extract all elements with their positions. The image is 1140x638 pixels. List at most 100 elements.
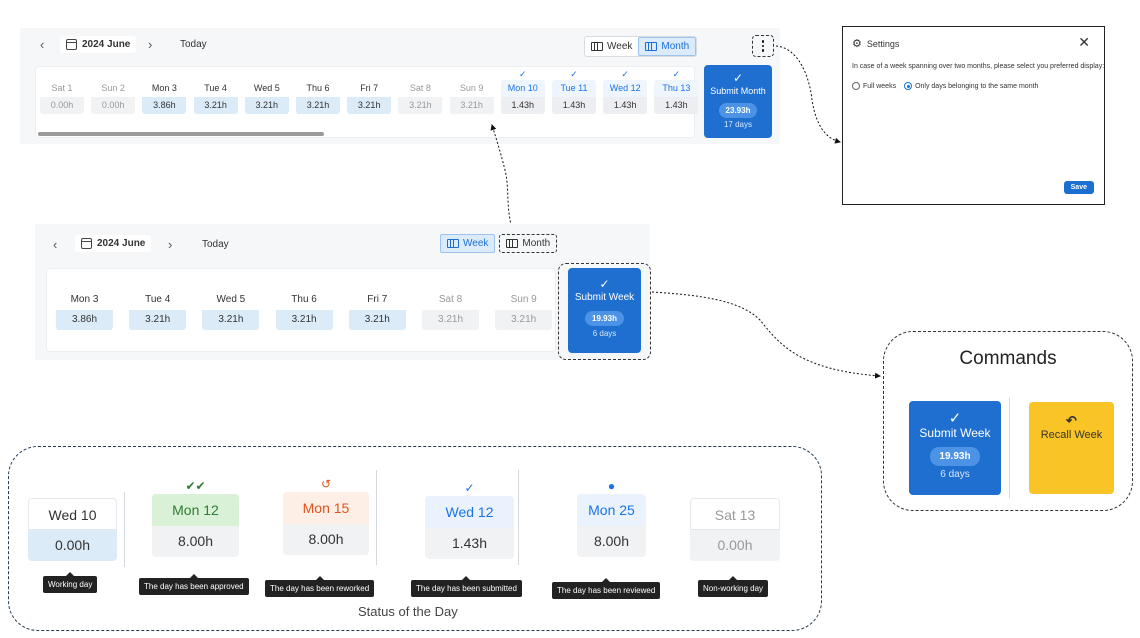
day-name: Sun 2 [91, 80, 136, 97]
close-icon[interactable]: ✕ [1078, 34, 1090, 50]
day-hours: 3.86h [56, 310, 113, 330]
recall-week-button[interactable]: ↶ Recall Week [1029, 402, 1114, 494]
submit-week-button[interactable]: ✓ Submit Week 19.93h 6 days [568, 268, 641, 353]
submit-month-total: 23.93h [718, 103, 758, 118]
status-day-name: Mon 25 [577, 494, 646, 526]
day-name: Thu 6 [275, 289, 333, 310]
status-tooltip: Non-working day [698, 576, 769, 597]
prev-month-arrow[interactable]: ‹ [40, 37, 45, 52]
status-tooltip: The day has been reworked [265, 576, 375, 597]
month-view-button[interactable]: Month [638, 37, 697, 56]
next-week-arrow[interactable]: › [168, 237, 173, 252]
next-month-arrow[interactable]: › [148, 37, 153, 52]
settings-title: ⚙ Settings [852, 37, 899, 50]
more-options-button[interactable] [752, 35, 774, 57]
day-name: Sat 1 [40, 80, 84, 97]
settings-description: In case of a week spanning over two mont… [852, 63, 1105, 70]
week-view-button[interactable]: Week [585, 37, 638, 56]
status-day-name: Wed 12 [425, 496, 514, 528]
commands-submit-week-button[interactable]: ✓ Submit Week 19.93h 6 days [909, 401, 1001, 495]
day-name: Mon 3 [142, 80, 187, 97]
check-icon: ✓ [570, 69, 578, 79]
month-view-button[interactable]: Month [499, 234, 558, 253]
period-label: 2024 June [82, 39, 131, 50]
day-name: Tue 4 [193, 80, 238, 97]
day-name: Fri 7 [348, 289, 406, 310]
month-view-label: Month [522, 238, 551, 249]
save-button[interactable]: Save [1063, 181, 1094, 194]
display-options: Full weeks Only days belonging to the sa… [852, 82, 1038, 90]
undo-icon: ↶ [1066, 413, 1077, 428]
day-hours: 3.21h [398, 97, 443, 114]
horizontal-scrollbar[interactable] [38, 132, 324, 136]
day-hours: 3.21h [495, 310, 553, 330]
rework-icon: ↺ [320, 477, 332, 491]
submit-month-button[interactable]: ✓ Submit Month 23.93h 17 days [704, 65, 772, 138]
same-month-radio[interactable]: Only days belonging to the same month [904, 82, 1038, 90]
full-weeks-label: Full weeks [863, 82, 897, 90]
day-hours: 0.00h [40, 97, 84, 114]
status-day-hours: 8.00h [283, 524, 369, 555]
grid-icon [447, 239, 459, 248]
today-button[interactable]: Today [202, 239, 229, 250]
day-name: Sun 9 [449, 80, 494, 97]
date-picker[interactable]: 2024 June [60, 36, 137, 53]
day-name: Mon 3 [56, 289, 113, 310]
day-name: Tue 4 [129, 289, 187, 310]
day-hours: 3.86h [142, 97, 187, 114]
day-name: Wed 5 [202, 289, 260, 310]
today-button[interactable]: Today [180, 39, 207, 50]
status-day-hours: 1.43h [425, 528, 514, 559]
day-name: Tue 11 [552, 80, 596, 97]
check-icon: ✓ [948, 410, 962, 427]
calendar-icon [66, 39, 77, 50]
period-label: 2024 June [97, 238, 146, 249]
week-view-label: Week [607, 41, 633, 52]
commands-submit-total: 19.93h [930, 447, 980, 466]
week-view-button[interactable]: Week [440, 234, 496, 253]
day-name: Fri 7 [347, 80, 392, 97]
date-picker[interactable]: 2024 June [75, 235, 152, 252]
commands-submit-days: 6 days [940, 469, 970, 480]
prev-week-arrow[interactable]: ‹ [53, 237, 58, 252]
eye-icon: ● [607, 479, 616, 493]
full-weeks-radio[interactable]: Full weeks [852, 82, 896, 90]
check-icon: ✓ [519, 69, 527, 79]
submit-month-label: Submit Month [710, 86, 766, 96]
check-icon: ✓ [464, 481, 475, 495]
grid-icon [591, 42, 603, 51]
check-icon: ✓ [599, 277, 610, 291]
view-toggle: Week Month [440, 234, 558, 253]
day-hours: 3.21h [348, 310, 406, 330]
grid-icon [645, 42, 658, 51]
icon-placeholder [28, 482, 117, 498]
